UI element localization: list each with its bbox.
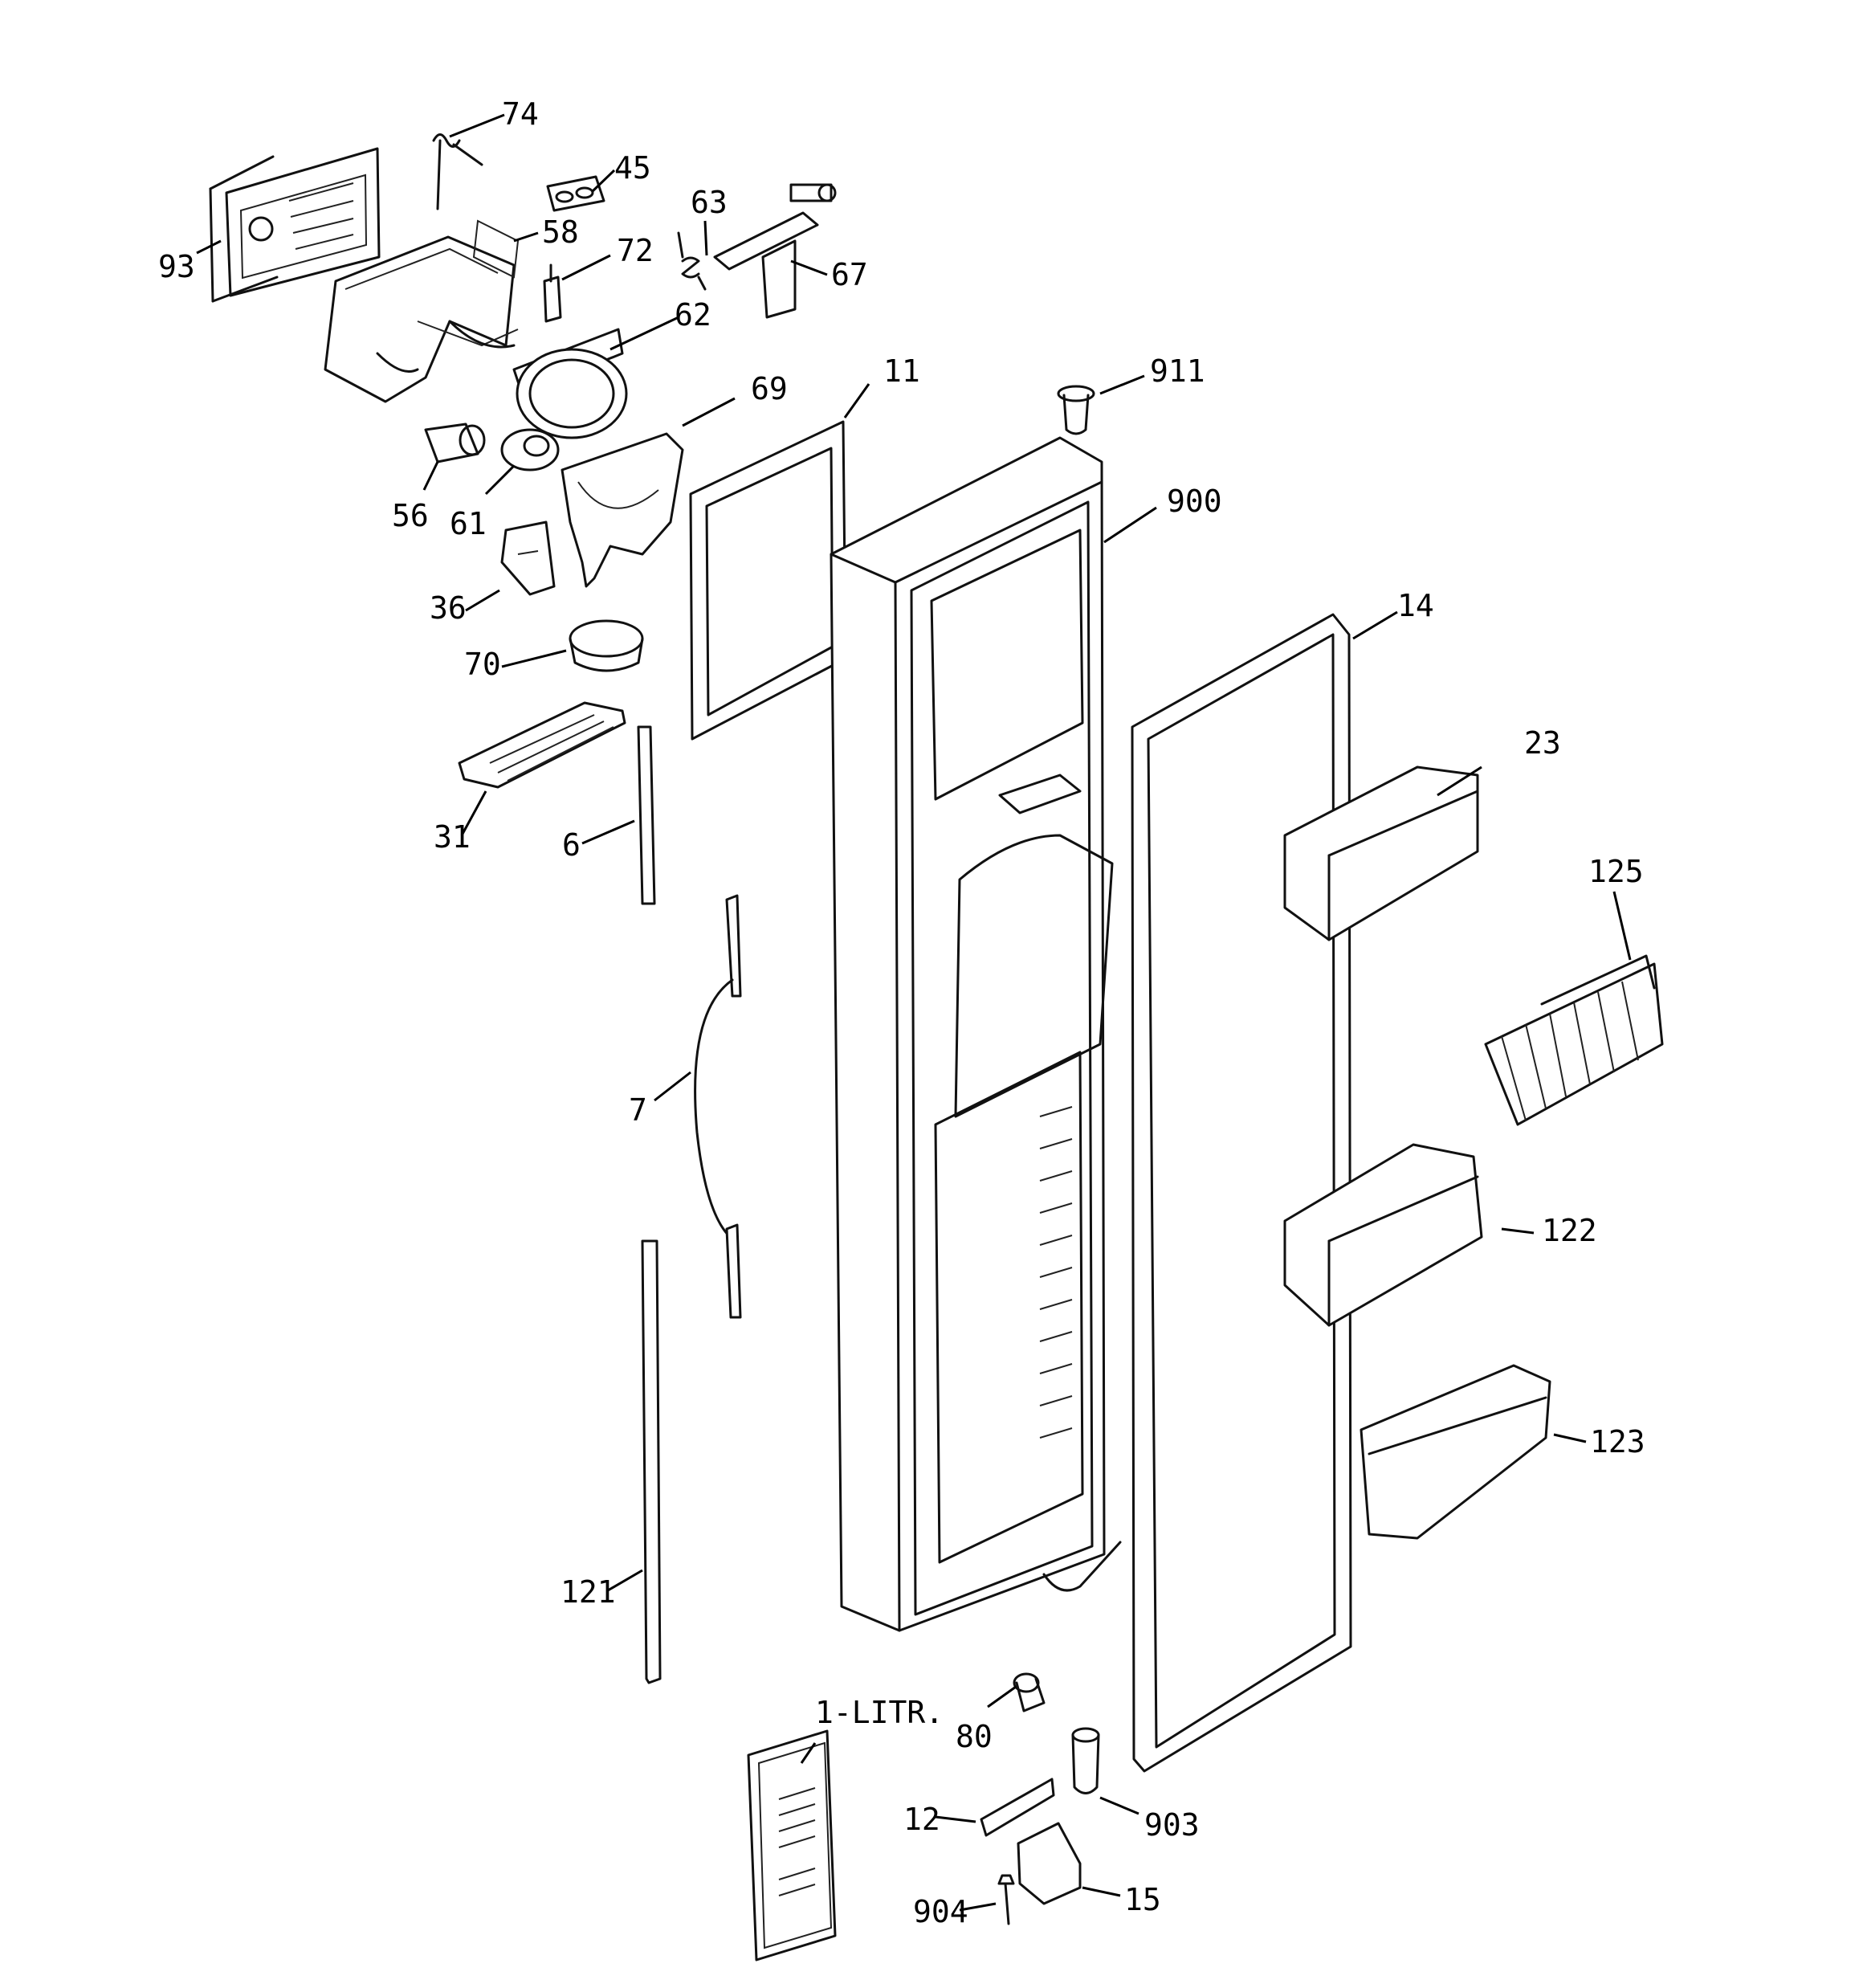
label-45: 45 [614, 150, 651, 186]
label-56: 56 [392, 498, 429, 533]
label-63: 63 [691, 185, 728, 220]
label-7: 7 [629, 1092, 647, 1128]
label-904: 904 [913, 1894, 968, 1929]
part-121-trim-strip [641, 1239, 662, 1684]
part-72-switch [543, 263, 562, 323]
label-67: 67 [831, 257, 868, 292]
label-74: 74 [502, 96, 539, 132]
label-23: 23 [1524, 725, 1561, 761]
part-122-door-bin [1283, 1143, 1483, 1327]
part-14-door-gasket [1131, 613, 1352, 1773]
part-67-actuator-lever [713, 183, 837, 319]
label-69: 69 [751, 371, 788, 406]
part-123-door-bin [1360, 1364, 1551, 1540]
label-125: 125 [1588, 854, 1644, 889]
part-labels: 74 45 63 58 72 93 67 62 11 911 69 56 61 … [158, 96, 1645, 1929]
part-74-spring [432, 133, 483, 210]
part-93-control-panel [209, 147, 381, 303]
label-11: 11 [883, 353, 920, 389]
label-121: 121 [561, 1574, 616, 1610]
label-123: 123 [1590, 1424, 1645, 1459]
part-69-chute [561, 432, 684, 588]
label-15: 15 [1124, 1882, 1161, 1917]
part-58-dispenser-housing [324, 219, 520, 403]
part-904-screw [997, 1874, 1015, 1925]
part-6-trim-strip [637, 725, 656, 905]
label-122: 122 [1542, 1213, 1597, 1248]
label-12: 12 [903, 1802, 940, 1837]
label-58: 58 [542, 214, 579, 250]
part-62-chute-ring [512, 328, 628, 439]
part-125-wire-rack [1484, 954, 1664, 1126]
part-12-hinge-plate [980, 1778, 1055, 1837]
label-70: 70 [464, 647, 501, 682]
part-911-bushing [1057, 385, 1095, 435]
leader-lines [196, 113, 1632, 1912]
part-903-pin [1071, 1727, 1100, 1794]
label-6: 6 [562, 827, 581, 863]
label-911: 911 [1150, 353, 1205, 389]
part-56-motor [424, 423, 486, 463]
part-23-door-bin [1283, 765, 1479, 941]
part-15-hinge-bracket [1017, 1822, 1082, 1905]
label-903: 903 [1144, 1807, 1200, 1843]
part-45-bracket [546, 175, 605, 212]
part-70-ring [569, 619, 644, 672]
part-36-bracket [500, 520, 556, 596]
label-93: 93 [158, 249, 195, 284]
part-80-bushing [1013, 1672, 1046, 1712]
label-80: 80 [956, 1719, 993, 1754]
label-900: 900 [1167, 484, 1222, 519]
part-63-spring [677, 231, 707, 291]
label-36: 36 [430, 590, 467, 626]
label-61: 61 [450, 506, 487, 541]
label-1-litr: 1-LITR. [815, 1695, 944, 1730]
label-14: 14 [1397, 588, 1434, 623]
part-61-gear [500, 428, 560, 471]
label-31: 31 [434, 819, 471, 855]
door-shelf-rails [1039, 1106, 1073, 1439]
label-72: 72 [617, 233, 654, 268]
part-31-drip-tray [458, 701, 626, 789]
part-11-dispenser-frame [689, 420, 847, 741]
label-62: 62 [675, 297, 711, 333]
part-7-handle [694, 894, 742, 1319]
part-900-door-assembly [830, 436, 1122, 1632]
part-1-litr-literature [747, 1729, 837, 1961]
